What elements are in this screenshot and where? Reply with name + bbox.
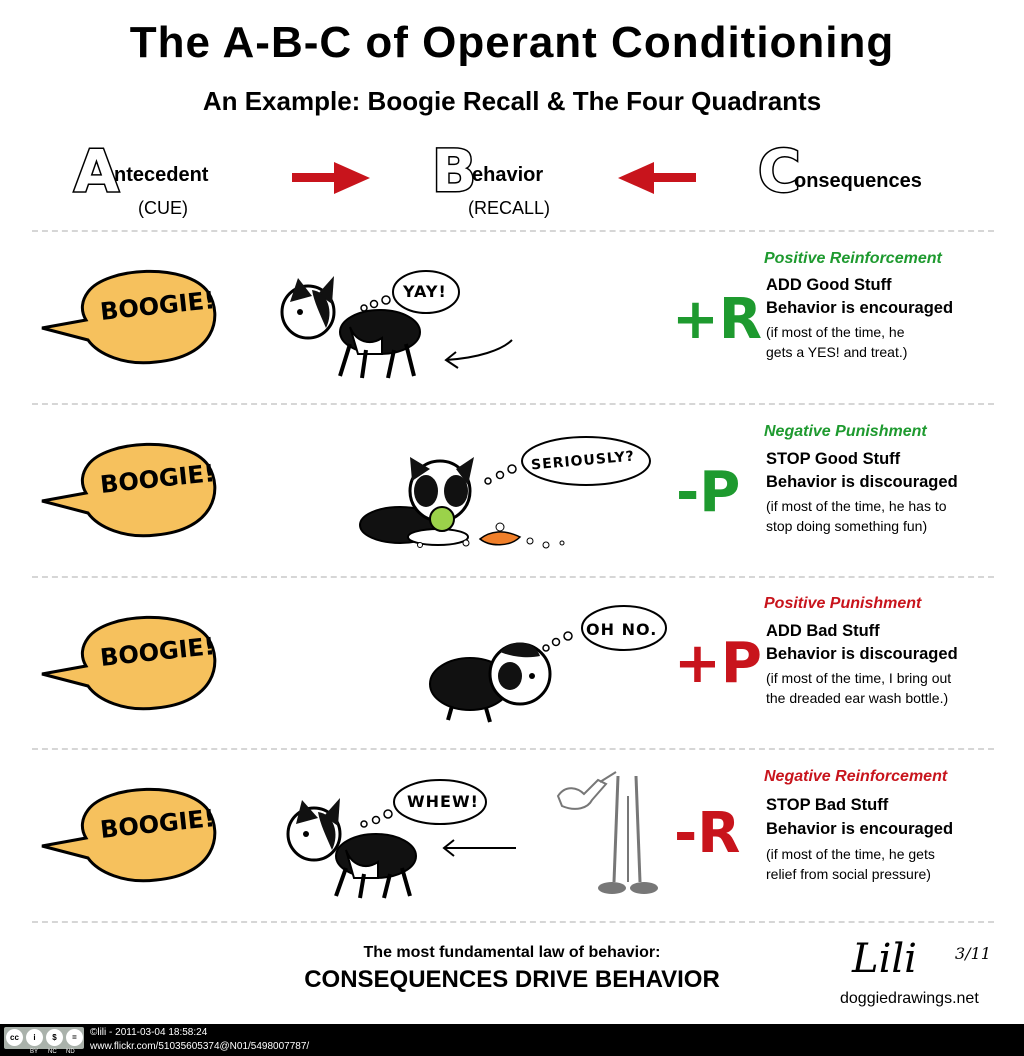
thought-text: OH NO. <box>586 620 658 639</box>
divider <box>32 230 994 232</box>
quadrant-name: Positive Reinforcement <box>764 250 942 267</box>
quadrant-name: Positive Punishment <box>764 595 922 612</box>
quadrant-effect: Behavior is encouraged <box>766 299 954 317</box>
cc-nd-label: ND <box>66 1049 75 1055</box>
behavior-heading: B ehavior (RECALL) <box>430 137 612 222</box>
divider <box>32 748 994 750</box>
consequences-heading: C onsequences <box>757 137 978 205</box>
quadrant-row-negative-reinforcement: BOOGIE! WHEW! -R Negative Reinforcement … <box>0 750 1024 920</box>
speech-bubble-icon <box>41 442 217 538</box>
quadrant-row-negative-punishment: BOOGIE! SERIOUSLY? -P Negative Punishmen… <box>0 405 1024 575</box>
footer-law: The most fundamental law of behavior: <box>0 944 1024 962</box>
consequences-letter: C <box>757 137 803 205</box>
quadrant-effect: Behavior is encouraged <box>766 820 954 838</box>
nc-icon: $ <box>46 1029 63 1046</box>
cc-by-label: BY <box>30 1049 39 1055</box>
quadrant-effect: Behavior is discouraged <box>766 645 958 663</box>
person-legs-icon <box>556 771 658 894</box>
credit-link[interactable]: www.flickr.com/51035605374@N01/549800778… <box>90 1041 310 1052</box>
divider <box>32 921 994 923</box>
quadrant-note-line2: the dreaded ear wash bottle.) <box>766 690 949 706</box>
quadrant-note-line2: gets a YES! and treat.) <box>766 344 908 360</box>
quadrant-row-positive-punishment: BOOGIE! OH NO. +P Positive Punishment AD… <box>0 578 1024 748</box>
thought-text: YAY! <box>403 282 447 301</box>
quadrant-symbol: -R <box>674 801 741 866</box>
quadrant-symbol: +P <box>674 631 762 696</box>
thought-bubble-icon <box>484 436 651 486</box>
credit-line1: ©lili - 2011-03-04 18:58:24 <box>90 1027 208 1038</box>
quadrant-action: ADD Bad Stuff <box>766 622 880 640</box>
quadrant-symbol: +R <box>672 287 763 352</box>
speech-bubble-icon <box>41 787 217 883</box>
credit-bar: cc i $ = BY NC ND ©lili - 2011-03-04 18:… <box>0 1024 1024 1056</box>
antecedent-heading: A ntecedent (CUE) <box>73 137 274 222</box>
thought-text: WHEW! <box>407 792 479 811</box>
cc-nc-label: NC <box>48 1049 57 1055</box>
page-title: The A-B-C of Operant Conditioning <box>129 18 895 67</box>
quadrant-row-positive-reinforcement: BOOGIE! YAY! +R Positive Reinforcement A… <box>0 232 1024 402</box>
signature: Lili <box>852 936 917 982</box>
footer-headline: CONSEQUENCES DRIVE BEHAVIOR <box>304 966 720 993</box>
dog-walking-icon <box>280 276 513 379</box>
quadrant-symbol: -P <box>676 460 741 525</box>
quadrant-note-line2: relief from social pressure) <box>766 866 931 882</box>
cc-icon: cc <box>6 1029 23 1046</box>
consequences-word: onsequences <box>794 170 922 192</box>
by-icon: i <box>26 1029 43 1046</box>
quadrant-name: Negative Reinforcement <box>764 768 948 785</box>
behavior-sub: (RECALL) <box>468 198 551 218</box>
quadrant-name: Negative Punishment <box>764 423 927 440</box>
antecedent-sub: (CUE) <box>138 198 188 218</box>
quadrant-effect: Behavior is discouraged <box>766 473 958 491</box>
site-url: doggiedrawings.net <box>840 990 979 1007</box>
left-arrow-icon <box>618 162 696 194</box>
thought-bubble-icon <box>542 605 667 652</box>
thought-bubble-icon <box>360 779 487 828</box>
divider <box>32 403 994 405</box>
cc-license-badge: cc i $ = <box>4 1027 84 1049</box>
quadrant-note-line1: (if most of the time, he <box>766 324 905 340</box>
speech-bubble-icon <box>41 269 217 365</box>
divider <box>32 576 994 578</box>
right-arrow-icon <box>292 162 370 194</box>
speech-bubble-icon <box>41 615 217 711</box>
antecedent-word: ntecedent <box>114 164 209 186</box>
quadrant-action: STOP Good Stuff <box>766 450 901 468</box>
thought-bubble-icon <box>360 270 460 314</box>
signature-date: 3/11 <box>955 944 991 963</box>
nd-icon: = <box>66 1029 83 1046</box>
quadrant-note-line2: stop doing something fun) <box>766 518 928 534</box>
antecedent-letter: A <box>73 137 121 205</box>
quadrant-note-line1: (if most of the time, he has to <box>766 498 947 514</box>
dog-lying-with-ball-icon <box>359 457 565 549</box>
quadrant-action: ADD Good Stuff <box>766 276 892 294</box>
quadrant-note-line1: (if most of the time, I bring out <box>766 670 952 686</box>
page-subtitle: An Example: Boogie Recall & The Four Qua… <box>202 86 822 116</box>
quadrant-note-line1: (if most of the time, he gets <box>766 846 935 862</box>
behavior-word: ehavior <box>472 164 544 186</box>
dog-trotting-icon <box>286 798 516 899</box>
behavior-letter: B <box>430 137 477 205</box>
quadrant-action: STOP Bad Stuff <box>766 796 889 814</box>
footer-law-text: The most fundamental law of behavior: <box>363 944 661 961</box>
dog-cowering-icon <box>429 642 552 723</box>
